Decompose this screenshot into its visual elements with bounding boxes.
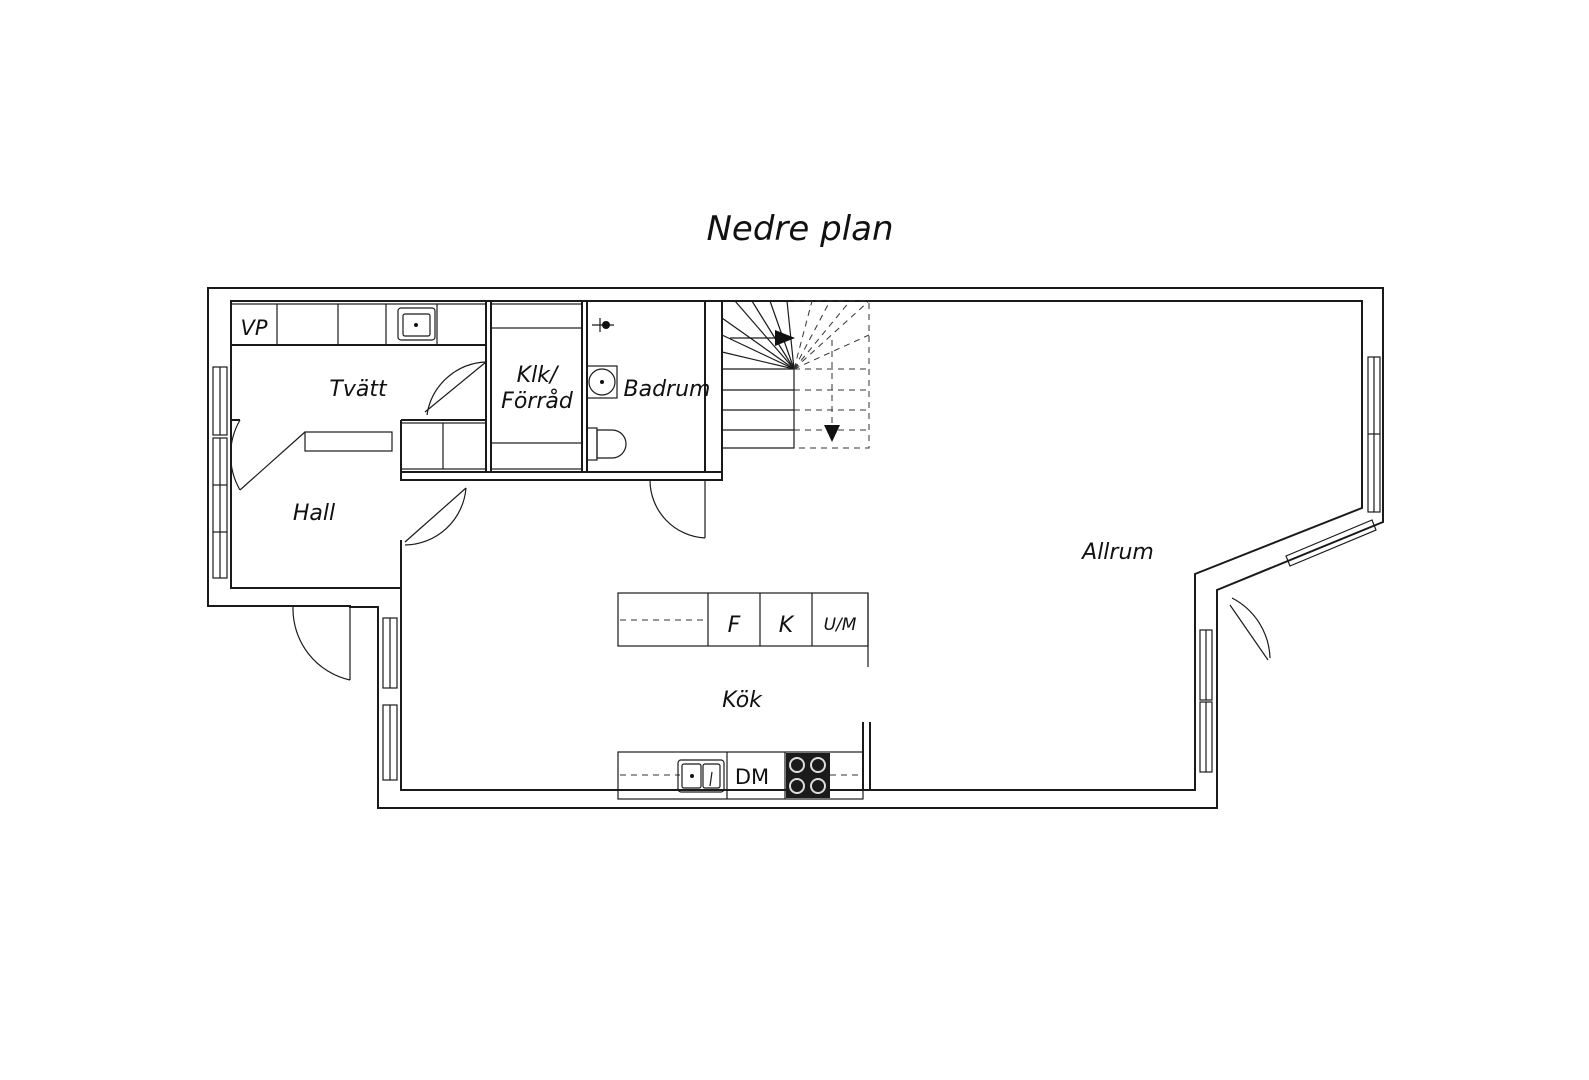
label-dishwasher: DM bbox=[735, 765, 769, 789]
washbasin-icon bbox=[586, 365, 618, 399]
interior-walls bbox=[230, 301, 1196, 790]
staircase bbox=[721, 300, 870, 449]
windows bbox=[212, 356, 1381, 781]
label-hall: Hall bbox=[293, 501, 335, 526]
plan-title: Nedre plan bbox=[706, 209, 893, 249]
kitchen-counter-lower bbox=[617, 751, 864, 800]
hall-shelf bbox=[304, 431, 393, 452]
laundry-counter bbox=[230, 303, 487, 346]
label-tvatt: Tvätt bbox=[329, 377, 388, 402]
label-forrad: Förråd bbox=[501, 388, 574, 414]
label-vp: VP bbox=[240, 316, 267, 340]
storage-cabinets bbox=[400, 303, 583, 470]
label-microwave-oven: U/M bbox=[824, 615, 857, 635]
shower-icon bbox=[592, 318, 614, 332]
label-allrum: Allrum bbox=[1080, 540, 1154, 565]
toilet-icon bbox=[586, 427, 627, 461]
label-badrum: Badrum bbox=[624, 377, 711, 402]
stair-arrow-right-icon bbox=[775, 330, 795, 346]
outer-walls bbox=[207, 287, 1384, 809]
stove-icon bbox=[786, 753, 830, 798]
bathroom-fixtures bbox=[586, 318, 627, 461]
label-freezer: K bbox=[779, 613, 795, 638]
stair-arrow-down-icon bbox=[824, 425, 840, 442]
laundry-sink-icon bbox=[397, 307, 436, 341]
label-fridge: F bbox=[728, 613, 741, 638]
label-klk: Klk/ bbox=[517, 363, 560, 388]
kitchen-sink-icon bbox=[677, 759, 725, 793]
doors bbox=[230, 361, 1271, 681]
kitchen-counter-upper bbox=[617, 592, 869, 667]
label-kok: Kök bbox=[722, 688, 763, 713]
